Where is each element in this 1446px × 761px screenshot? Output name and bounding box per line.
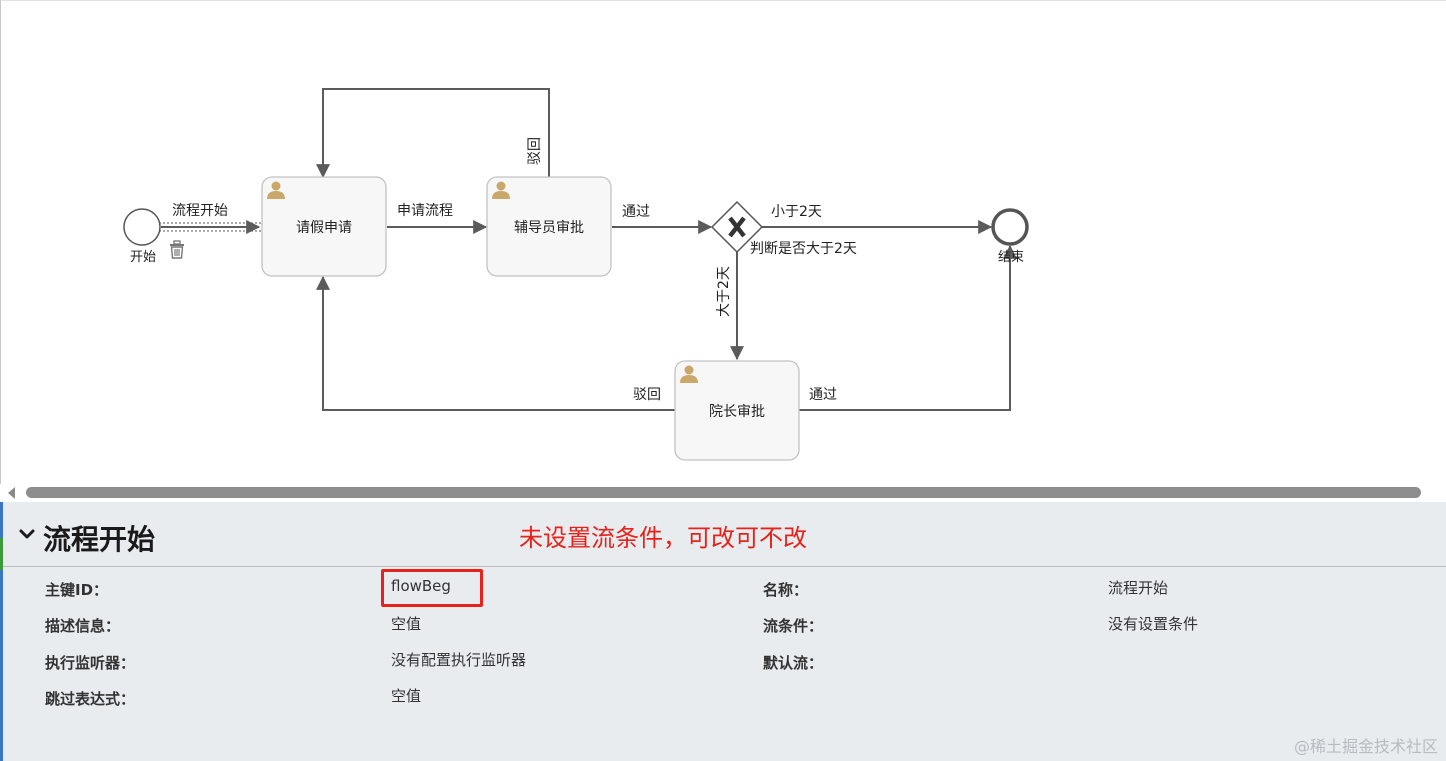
- flow-label-counselor-pass: 通过: [622, 204, 650, 220]
- skip-expression-value[interactable]: 空值: [391, 687, 422, 705]
- listener-label: 执行监听器：: [45, 654, 136, 672]
- gateway-label: 判断是否大于2天: [750, 241, 857, 257]
- flow-label-dean-pass: 通过: [809, 387, 837, 403]
- watermark: @稀土掘金技术社区: [1293, 737, 1438, 756]
- exclusive-gateway-x-icon: [728, 216, 746, 238]
- task-leave-apply[interactable]: 请假申请: [261, 176, 387, 277]
- default-flow-label: 默认流：: [763, 654, 824, 672]
- bpmn-diagram[interactable]: 流程开始 申请流程 驳回 通过 小于2天 大于2天 驳回 通过: [1, 1, 1446, 485]
- properties-title: 流程开始: [43, 523, 156, 556]
- flow-start-to-apply[interactable]: 流程开始: [159, 203, 263, 234]
- flow-label-more-than-2: 大于2天: [716, 266, 732, 317]
- flow-dean-pass[interactable]: 通过: [799, 244, 1017, 411]
- name-label: 名称：: [763, 581, 809, 599]
- flow-label-apply: 申请流程: [397, 203, 453, 219]
- scrollbar-thumb[interactable]: [26, 487, 1421, 498]
- start-event[interactable]: 开始: [123, 208, 161, 265]
- skip-expression-label: 跳过表达式：: [45, 690, 136, 708]
- flow-counselor-reject[interactable]: 驳回: [316, 88, 550, 179]
- description-label: 描述信息：: [45, 617, 121, 635]
- properties-panel: 流程开始 未设置流条件，可改可不改 主键ID： flowBeg 名称： 流程开始…: [0, 502, 1446, 761]
- listener-value[interactable]: 没有配置执行监听器: [391, 651, 527, 669]
- scroll-left-arrow-icon[interactable]: [8, 487, 15, 499]
- flow-label-dean-reject: 驳回: [633, 387, 661, 403]
- annotation-note: 未设置流条件，可改可不改: [519, 524, 807, 552]
- flow-gateway-to-end[interactable]: 小于2天: [761, 204, 993, 234]
- exclusive-gateway[interactable]: 判断是否大于2天: [710, 200, 857, 257]
- panel-side-indicator: [0, 538, 3, 570]
- name-value[interactable]: 流程开始: [1108, 579, 1169, 597]
- flow-apply-to-counselor[interactable]: 申请流程: [387, 203, 488, 234]
- highlight-box: [381, 569, 483, 607]
- description-value[interactable]: 空值: [391, 615, 422, 633]
- start-event-label: 开始: [130, 250, 156, 265]
- flow-label-less-than-2: 小于2天: [771, 204, 822, 220]
- task-label: 请假申请: [296, 220, 352, 236]
- task-counselor-approve[interactable]: 辅导员审批: [486, 176, 612, 277]
- trash-icon[interactable]: [170, 240, 184, 259]
- horizontal-scrollbar[interactable]: [0, 484, 1446, 502]
- flow-dean-reject[interactable]: 驳回: [316, 275, 675, 411]
- end-event[interactable]: 结束: [991, 208, 1029, 265]
- flow-label-counselor-reject: 驳回: [527, 137, 543, 165]
- id-value[interactable]: flowBeg: [391, 577, 451, 595]
- process-canvas[interactable]: 流程开始 申请流程 驳回 通过 小于2天 大于2天 驳回 通过: [0, 0, 1446, 502]
- flow-gateway-to-dean[interactable]: 大于2天: [716, 250, 744, 361]
- flow-counselor-to-gateway[interactable]: 通过: [612, 204, 713, 234]
- task-label: 辅导员审批: [514, 220, 584, 236]
- id-label: 主键ID：: [45, 581, 109, 599]
- task-dean-approve[interactable]: 院长审批: [674, 360, 800, 461]
- task-label: 院长审批: [709, 404, 765, 420]
- chevron-down-icon[interactable]: [17, 524, 37, 544]
- end-event-label: 结束: [998, 250, 1024, 265]
- properties-header: 流程开始 未设置流条件，可改可不改: [3, 502, 1446, 567]
- flow-label-start: 流程开始: [172, 203, 228, 219]
- condition-value[interactable]: 没有设置条件: [1108, 615, 1199, 633]
- condition-label: 流条件：: [763, 617, 824, 635]
